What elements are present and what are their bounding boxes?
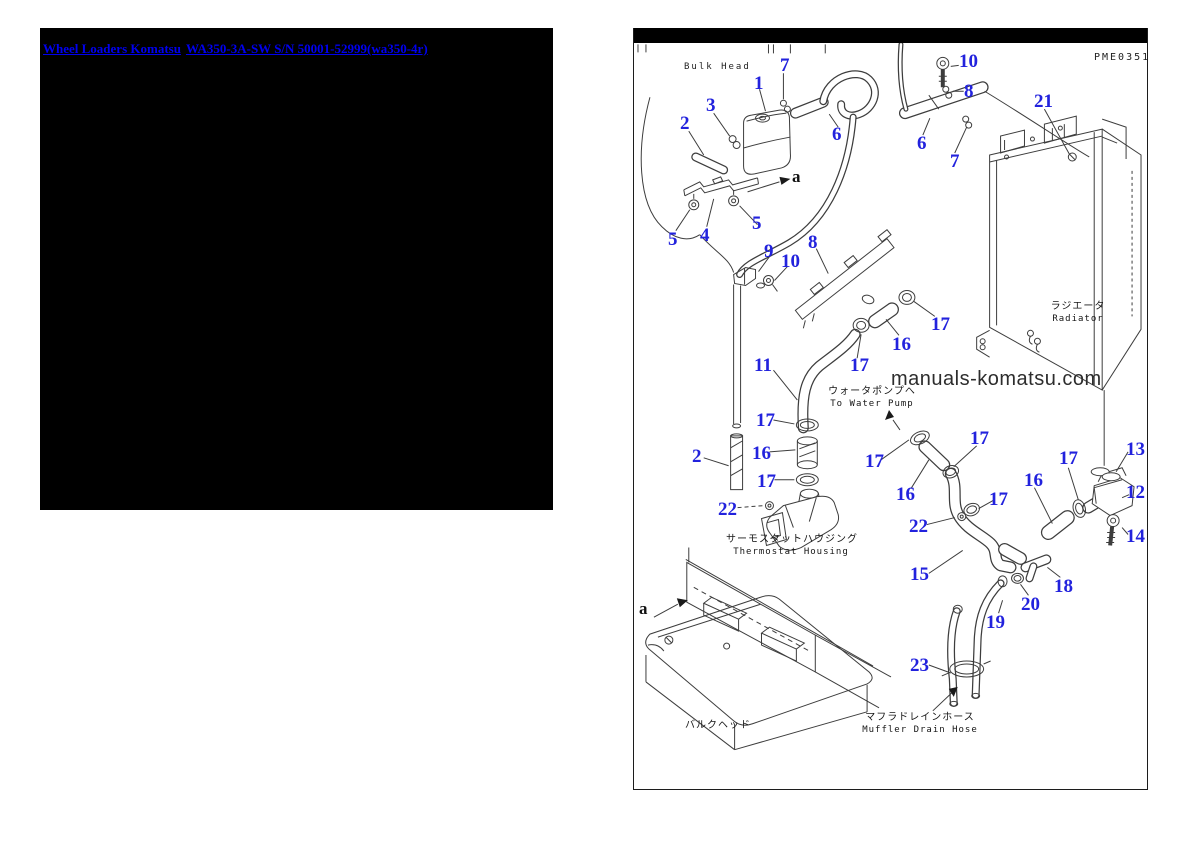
- part-callout-12: 12: [1126, 482, 1145, 503]
- part-callout-8: 8: [964, 81, 974, 102]
- part-callout-10: 10: [781, 251, 800, 272]
- part-callout-19: 19: [986, 612, 1005, 633]
- frame-ticks: [637, 44, 826, 54]
- part-callout-5: 5: [668, 229, 678, 250]
- part-callout-5: 5: [752, 213, 762, 234]
- elbow-fitting-9: [733, 267, 778, 292]
- baffle-plate-8: [794, 229, 895, 329]
- small-clamps-top: [728, 85, 973, 150]
- part-callout-2: 2: [680, 113, 690, 134]
- part-callout-7: 7: [950, 151, 960, 172]
- part-callout-16: 16: [1024, 470, 1043, 491]
- diagram-top-bar: [634, 28, 1147, 43]
- part-callout-11: 11: [754, 355, 772, 376]
- part-callout-17: 17: [989, 489, 1008, 510]
- hose-clamps: [795, 289, 1086, 678]
- part-callout-17: 17: [1059, 448, 1078, 469]
- part-callout-17: 17: [865, 451, 884, 472]
- part-callout-17: 17: [757, 471, 776, 492]
- water-pump-line-parts: [957, 390, 1135, 546]
- part-callout-7: 7: [780, 55, 790, 76]
- reservoir-tank: [743, 109, 791, 175]
- part-callout-20: 20: [1021, 594, 1040, 615]
- body-panel-curves: [640, 97, 735, 273]
- part-callout-17: 17: [931, 314, 950, 335]
- bulk-head-top-label: Bulk Head: [684, 62, 751, 72]
- diagram-label-bulk-head: バルクヘッド: [685, 720, 751, 731]
- part-callout-15: 15: [910, 564, 929, 585]
- part-callout-6: 6: [917, 133, 927, 154]
- part-callout-9: 9: [764, 241, 774, 262]
- thermostat-housing-part: [760, 488, 840, 551]
- overflow-pipe: [730, 284, 744, 491]
- arrowheads: [676, 176, 958, 697]
- part-callout-4: 4: [700, 225, 710, 246]
- diagram-line-art: [637, 41, 1142, 751]
- part-callout-22: 22: [909, 516, 928, 537]
- viewer-black-panel: Wheel Loaders Komatsu WA350-3A-SW S/N 500…: [40, 28, 553, 510]
- parts-diagram-panel: Muffler Drain Hose Bulk Head PME0351: [633, 28, 1148, 790]
- part-callout-23: 23: [910, 655, 929, 676]
- part-callout-14: 14: [1126, 526, 1145, 547]
- watermark: manuals-komatsu.com: [891, 368, 1102, 390]
- part-callout-18: 18: [1054, 576, 1073, 597]
- bolt-10-top: [936, 56, 950, 88]
- leader-lines: [653, 64, 1130, 712]
- rubber-hose-16: [796, 436, 818, 470]
- figure-code: PME0351: [1094, 52, 1148, 63]
- breadcrumb: Wheel Loaders Komatsu WA350-3A-SW S/N 500…: [43, 41, 433, 57]
- part-callout-17: 17: [970, 428, 989, 449]
- part-callout-13: 13: [1126, 439, 1145, 460]
- radiator: [976, 90, 1142, 391]
- section-marker-a-1: a: [792, 167, 801, 186]
- part-callout-6: 6: [832, 124, 842, 145]
- hoses-and-tubes: [691, 41, 1105, 707]
- part-callout-16: 16: [892, 334, 911, 355]
- part-callout-1: 1: [754, 73, 764, 94]
- bulkhead: [645, 547, 892, 751]
- tube-bracket: [683, 176, 760, 211]
- part-callout-22: 22: [718, 499, 737, 520]
- part-callout-3: 3: [706, 95, 716, 116]
- breadcrumb-link-category[interactable]: Wheel Loaders Komatsu: [43, 41, 181, 56]
- part-callout-10: 10: [959, 51, 978, 72]
- part-callout-21: 21: [1034, 91, 1053, 112]
- hose-end-caps: [861, 294, 1008, 707]
- part-callout-8: 8: [808, 232, 818, 253]
- part-callout-17: 17: [850, 355, 869, 376]
- part-callout-16: 16: [752, 443, 771, 464]
- part-callout-16: 16: [896, 484, 915, 505]
- section-marker-a-2: a: [639, 599, 648, 618]
- breadcrumb-link-model[interactable]: WA350-3A-SW S/N 50001-52999(wa350-4r): [185, 41, 428, 56]
- part-callout-2: 2: [692, 446, 702, 467]
- part-callout-17: 17: [756, 410, 775, 431]
